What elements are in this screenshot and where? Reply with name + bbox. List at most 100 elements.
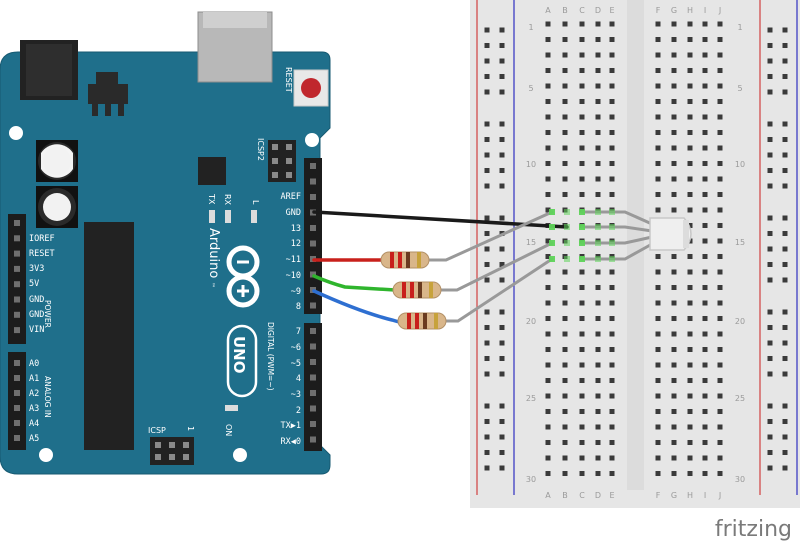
rail-hole	[782, 325, 788, 330]
breadboard-hole	[687, 440, 693, 445]
col-label: I	[704, 491, 706, 500]
pin-label-gnd: GND	[29, 295, 44, 305]
breadboard-hole	[702, 347, 708, 352]
breadboard-hole	[671, 254, 677, 259]
rail-hole	[484, 403, 490, 409]
breadboard-hole	[562, 83, 568, 89]
capacitor-top	[43, 193, 71, 221]
breadboard-hole	[609, 21, 615, 27]
resistor-1[interactable]	[380, 251, 430, 269]
breadboard-hole	[579, 424, 585, 430]
connected-hole	[564, 209, 570, 215]
rail-hole	[499, 246, 505, 252]
pin-label-vin: VIN	[29, 325, 44, 335]
arduino-logo: Arduino ™	[206, 228, 260, 308]
breadboard-hole	[545, 347, 551, 352]
breadboard-hole	[655, 285, 661, 290]
rail-hole	[499, 152, 505, 158]
column-letters-top: A B C D E F G H I J	[545, 6, 721, 15]
header-pin	[310, 436, 316, 443]
breadboard-hole	[579, 440, 585, 445]
breadboard-hole	[579, 145, 585, 151]
rail-hole	[499, 121, 505, 127]
mounting-hole	[233, 448, 247, 462]
breadboard-hole	[609, 52, 615, 58]
breadboard-hole	[595, 68, 601, 73]
breadboard-hole	[717, 238, 723, 244]
breadboard-hole	[545, 269, 551, 275]
regulator-leg	[92, 104, 98, 116]
breadboard-hole	[595, 316, 601, 321]
breadboard-hole	[717, 37, 723, 42]
header-pin	[310, 178, 316, 185]
rail-hole	[767, 27, 773, 33]
breadboard-hole	[545, 145, 551, 151]
breadboard-hole	[562, 440, 568, 445]
on-led	[225, 405, 238, 411]
pin-label-13: 13	[291, 224, 301, 234]
rail-hole	[499, 371, 505, 377]
breadboard-hole	[579, 455, 585, 461]
col-label: C	[579, 6, 585, 15]
breadboard-hole	[562, 378, 568, 383]
row-label: 1	[528, 23, 533, 32]
power-pin-labels: IOREF RESET 3V3 5V GND GND VIN	[29, 234, 55, 335]
breadboard-hole	[609, 471, 615, 476]
breadboard-hole	[595, 37, 601, 42]
breadboard-hole	[579, 269, 585, 275]
row-label: 15	[735, 238, 745, 247]
resistor-2[interactable]	[392, 281, 442, 299]
breadboard-hole	[671, 300, 677, 306]
breadboard-hole	[579, 161, 585, 166]
breadboard-hole	[562, 176, 568, 182]
rail-hole	[767, 450, 773, 455]
pin-label-8: 8	[296, 302, 301, 312]
breadboard-hole	[655, 207, 661, 213]
breadboard-hole	[717, 378, 723, 383]
pin-label-a0: A0	[29, 359, 39, 369]
breadboard-hole	[717, 440, 723, 445]
breadboard-hole	[687, 161, 693, 166]
breadboard-hole	[562, 114, 568, 120]
rail-hole	[484, 231, 490, 236]
mounting-hole	[39, 448, 53, 462]
row-label: 30	[735, 475, 745, 484]
rail-hole	[484, 74, 490, 79]
breadboard-hole	[687, 300, 693, 306]
pin-label-tx1: TX▶1	[281, 421, 301, 431]
breadboard-hole	[562, 37, 568, 42]
reset-button-cap[interactable]	[301, 78, 321, 98]
breadboard-hole	[687, 254, 693, 259]
breadboard-hole	[595, 424, 601, 430]
header-pin	[14, 405, 20, 411]
breadboard-hole	[671, 130, 677, 135]
breadboard-hole	[671, 269, 677, 275]
led-body	[649, 217, 692, 251]
breadboard-hole	[717, 393, 723, 399]
row-label: 30	[526, 475, 536, 484]
rail-hole	[782, 419, 788, 424]
resistor-3[interactable]	[397, 312, 447, 330]
rail-hole	[499, 356, 505, 361]
breadboard-hole	[687, 285, 693, 290]
breadboard-hole	[671, 393, 677, 399]
rail-hole	[767, 262, 773, 267]
breadboard-hole	[671, 52, 677, 58]
breadboard-hole	[655, 21, 661, 27]
wire-green[interactable]	[312, 274, 397, 292]
rail-hole	[484, 43, 490, 48]
breadboard-hole	[702, 362, 708, 368]
breadboard-hole	[717, 300, 723, 306]
breadboard-hole	[579, 393, 585, 399]
breadboard-hole	[655, 393, 661, 399]
breadboard-hole	[545, 424, 551, 430]
digital-pin-labels-lower: 7 ~6 ~5 4 ~3 2 TX▶1 RX◀0	[281, 327, 301, 447]
rail-hole	[767, 340, 773, 346]
breadboard-hole	[671, 68, 677, 73]
breadboard-hole	[609, 300, 615, 306]
wire-blue[interactable]	[312, 289, 401, 324]
rail-hole	[767, 419, 773, 424]
rail-hole	[499, 215, 505, 221]
pin-label-3v3: 3V3	[29, 264, 44, 274]
rail-hole	[499, 434, 505, 440]
